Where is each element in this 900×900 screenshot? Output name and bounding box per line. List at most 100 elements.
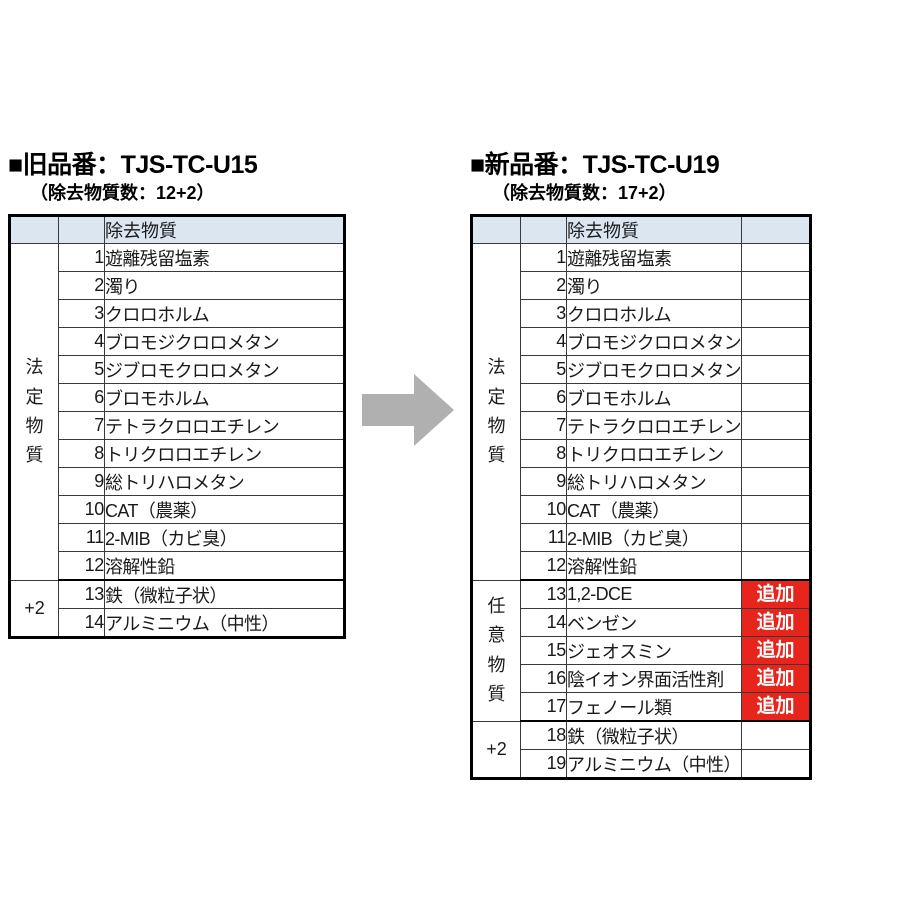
status-badge: 追加 xyxy=(742,693,809,720)
substance-name-cell: アルミニウム（中性） xyxy=(566,749,742,780)
table-header-row: 除去物質 xyxy=(9,215,345,245)
group-label-text: 法定物質 xyxy=(487,357,506,465)
row-badge-cell xyxy=(741,271,811,301)
old-product-title: ■旧品番：TJS-TC-U15 xyxy=(8,151,258,179)
new-product-title: ■新品番：TJS-TC-U19 xyxy=(470,151,720,179)
substance-name-cell: ブロモジクロロメタン xyxy=(104,327,345,357)
row-badge-cell xyxy=(741,299,811,329)
header-badge-cell xyxy=(741,215,811,245)
row-number-cell: 16 xyxy=(520,664,567,694)
row-number-cell: 13 xyxy=(520,579,567,610)
row-badge-cell: 追加 xyxy=(741,579,811,610)
substance-name-cell: 遊離残留塩素 xyxy=(104,243,345,273)
header-number-cell xyxy=(520,215,567,245)
substance-name-cell: ブロモジクロロメタン xyxy=(566,327,742,357)
row-badge-cell: 追加 xyxy=(741,608,811,638)
group-label-text: 法定物質 xyxy=(25,357,44,465)
substance-name-cell: トリクロロエチレン xyxy=(104,439,345,469)
table-header-row: 除去物質 xyxy=(471,215,811,245)
substance-name-cell: ジブロモクロロメタン xyxy=(104,355,345,385)
row-number-cell: 8 xyxy=(58,439,105,469)
row-number-cell: 3 xyxy=(58,299,105,329)
row-number-cell: 1 xyxy=(520,243,567,273)
row-number-cell: 9 xyxy=(58,467,105,497)
substance-name-cell: クロロホルム xyxy=(566,299,742,329)
row-badge-cell xyxy=(741,523,811,553)
substance-name-cell: 陰イオン界面活性剤 xyxy=(566,664,742,694)
substance-name-cell: 2-MIB（カビ臭） xyxy=(566,523,742,553)
substance-name-cell: 溶解性鉛 xyxy=(104,551,345,582)
row-number-cell: 2 xyxy=(520,271,567,301)
substance-name-cell: 鉄（微粒子状） xyxy=(566,720,742,751)
group-label-cell: 法定物質 xyxy=(9,243,59,581)
row-badge-cell: 追加 xyxy=(741,692,811,723)
header-group-cell xyxy=(9,215,59,245)
substance-name-cell: クロロホルム xyxy=(104,299,345,329)
row-number-cell: 3 xyxy=(520,299,567,329)
status-badge: 追加 xyxy=(742,609,809,636)
status-badge: 追加 xyxy=(742,665,809,692)
row-number-cell: 1 xyxy=(58,243,105,273)
row-number-cell: 14 xyxy=(520,608,567,638)
row-number-cell: 11 xyxy=(520,523,567,553)
row-number-cell: 15 xyxy=(520,636,567,666)
row-number-cell: 6 xyxy=(520,383,567,413)
row-badge-cell xyxy=(741,720,811,751)
arrow-right-icon xyxy=(362,372,454,448)
substance-name-cell: CAT（農薬） xyxy=(104,495,345,525)
substance-name-cell: テトラクロロエチレン xyxy=(104,411,345,441)
row-badge-cell: 追加 xyxy=(741,636,811,666)
row-number-cell: 5 xyxy=(520,355,567,385)
status-badge: 追加 xyxy=(742,637,809,664)
group-label-cell: +2 xyxy=(9,579,59,639)
row-number-cell: 5 xyxy=(58,355,105,385)
substance-name-cell: 総トリハロメタン xyxy=(104,467,345,497)
old-product-subtitle: （除去物質数：12+2） xyxy=(30,183,215,204)
row-badge-cell xyxy=(741,243,811,273)
row-number-cell: 10 xyxy=(58,495,105,525)
substance-name-cell: 2-MIB（カビ臭） xyxy=(104,523,345,553)
row-number-cell: 19 xyxy=(520,749,567,780)
substance-name-cell: ブロモホルム xyxy=(566,383,742,413)
row-badge-cell xyxy=(741,383,811,413)
status-badge: 追加 xyxy=(742,581,809,608)
row-badge-cell xyxy=(741,327,811,357)
row-number-cell: 14 xyxy=(58,608,105,639)
substance-name-cell: アルミニウム（中性） xyxy=(104,608,345,639)
group-label-text: 任意物質 xyxy=(487,596,506,704)
row-number-cell: 18 xyxy=(520,720,567,751)
row-number-cell: 7 xyxy=(520,411,567,441)
group-label-cell: 法定物質 xyxy=(471,243,521,581)
header-substance-name-cell: 除去物質 xyxy=(566,215,742,245)
substance-name-cell: ベンゼン xyxy=(566,608,742,638)
row-number-cell: 17 xyxy=(520,692,567,723)
group-label-text: +2 xyxy=(486,739,507,760)
substance-name-cell: ジェオスミン xyxy=(566,636,742,666)
header-substance-name-cell: 除去物質 xyxy=(104,215,345,245)
substance-name-cell: 鉄（微粒子状） xyxy=(104,579,345,610)
